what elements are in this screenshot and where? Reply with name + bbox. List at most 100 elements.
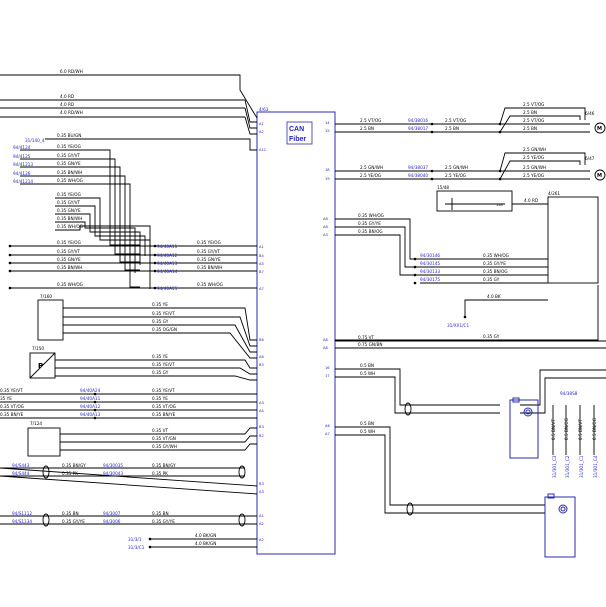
svg-text:31/301_C4: 31/301_C4 bbox=[593, 455, 598, 478]
svg-text:2.5 GN/WH: 2.5 GN/WH bbox=[445, 165, 468, 170]
svg-text:2.5 YE/OG: 2.5 YE/OG bbox=[523, 173, 544, 178]
svg-text:0.5 BN/OG: 0.5 BN/OG bbox=[564, 418, 569, 440]
svg-text:0.35 GY/YE: 0.35 GY/YE bbox=[483, 261, 506, 266]
motor-icon bbox=[594, 169, 606, 181]
svg-text:M: M bbox=[597, 126, 602, 132]
svg-text:A8: A8 bbox=[323, 225, 328, 229]
svg-text:B2: B2 bbox=[259, 434, 264, 438]
svg-text:0.35 YE/VT: 0.35 YE/VT bbox=[152, 388, 175, 393]
can-module-id: 4/63 bbox=[259, 107, 269, 112]
svg-text:A1: A1 bbox=[259, 122, 264, 126]
svg-text:94/S443: 94/S443 bbox=[12, 463, 30, 468]
can-logo-box bbox=[286, 121, 313, 145]
svg-text:7/150: 7/150 bbox=[32, 346, 44, 351]
power-wires: 4.0 RD 4.0 RD 4.0 RD/WH bbox=[0, 94, 257, 135]
module-4-261: 4/261 bbox=[547, 191, 599, 284]
motor-icon bbox=[594, 122, 606, 134]
svg-text:A2: A2 bbox=[259, 522, 264, 526]
svg-text:0.35 WH/OG: 0.35 WH/OG bbox=[57, 282, 83, 287]
svg-text:15/48: 15/48 bbox=[437, 185, 449, 190]
svg-text:31/140_4: 31/140_4 bbox=[25, 138, 45, 143]
svg-text:P: P bbox=[38, 362, 43, 370]
svg-text:0.35 GY/VT: 0.35 GY/VT bbox=[57, 249, 81, 254]
vertical-wires: 0.5 BN/VT 0.5 BN/OG 0.5 BN/VT 0.5 BN/OG … bbox=[551, 405, 598, 478]
can-logo-line1: CAN bbox=[289, 126, 304, 133]
svg-text:0.35 PK: 0.35 PK bbox=[62, 471, 78, 476]
svg-text:0.35 PK: 0.35 PK bbox=[152, 471, 168, 476]
svg-text:15: 15 bbox=[325, 129, 330, 133]
svg-text:0.35 YE: 0.35 YE bbox=[152, 302, 168, 307]
svg-text:4.0 RD/WH: 4.0 RD/WH bbox=[60, 110, 83, 115]
svg-text:94/38040: 94/38040 bbox=[408, 173, 428, 178]
svg-text:0.5 BN/VT: 0.5 BN/VT bbox=[551, 419, 556, 440]
svg-text:94/4125: 94/4125 bbox=[13, 154, 31, 159]
svg-text:0.35 WH/OG: 0.35 WH/OG bbox=[197, 282, 223, 287]
svg-text:94/30133: 94/30133 bbox=[420, 269, 440, 274]
connector-right bbox=[544, 493, 576, 558]
svg-text:0.35 GN/YE: 0.35 GN/YE bbox=[57, 208, 81, 213]
svg-text:0.35 YE/OG: 0.35 YE/OG bbox=[57, 144, 81, 149]
svg-text:B5: B5 bbox=[259, 363, 264, 367]
svg-text:0.35 YE/VT: 0.35 YE/VT bbox=[152, 311, 175, 316]
svg-text:94/30145: 94/30145 bbox=[420, 261, 440, 266]
svg-text:0.75 VT: 0.75 VT bbox=[358, 335, 375, 340]
svg-text:94/S1112: 94/S1112 bbox=[12, 511, 32, 516]
svg-text:19: 19 bbox=[325, 177, 330, 181]
svg-text:31/301_C2: 31/301_C2 bbox=[565, 455, 570, 478]
svg-text:2.5 BN: 2.5 BN bbox=[523, 110, 537, 115]
svg-text:0.35 GY/WH: 0.35 GY/WH bbox=[152, 444, 177, 449]
svg-text:0.5 BN: 0.5 BN bbox=[360, 363, 374, 368]
svg-text:94/40A11: 94/40A11 bbox=[157, 244, 178, 249]
motor-6-46: 2.5 VT/OG 2.5 BN 2.5 VT/OG 2.5 BN 6/46 M bbox=[499, 102, 606, 134]
svg-text:A3: A3 bbox=[323, 233, 328, 237]
svg-text:94/S444: 94/S444 bbox=[12, 471, 30, 476]
svg-text:0.35 GY: 0.35 GY bbox=[483, 277, 500, 282]
svg-text:0.35 VT/OG: 0.35 VT/OG bbox=[0, 404, 24, 409]
svg-text:6/47: 6/47 bbox=[585, 156, 595, 161]
svg-text:0.35 GY: 0.35 GY bbox=[483, 334, 500, 339]
sensor-7-150: 7/150 P 0.35 YE 0.35 YE/VT 0.35 GY bbox=[29, 346, 257, 381]
right-lower-wires: 0.35 WH/OG 0.35 GY/YE 0.35 BN/OG 94/3014… bbox=[335, 213, 548, 285]
svg-text:4.0 BK: 4.0 BK bbox=[487, 294, 501, 299]
svg-text:2.5 VT/OG: 2.5 VT/OG bbox=[445, 118, 466, 123]
svg-text:17: 17 bbox=[325, 374, 330, 378]
svg-text:2.5 YE/OG: 2.5 YE/OG bbox=[445, 173, 466, 178]
svg-text:31/3/1: 31/3/1 bbox=[128, 537, 142, 542]
svg-text:0.35 BN/WH: 0.35 BN/WH bbox=[57, 216, 82, 221]
svg-text:B4: B4 bbox=[259, 254, 264, 258]
svg-text:94/40A12: 94/40A12 bbox=[157, 253, 178, 258]
svg-text:0.35 BN/GY: 0.35 BN/GY bbox=[62, 463, 86, 468]
svg-text:35 YE: 35 YE bbox=[0, 396, 12, 401]
svg-text:16: 16 bbox=[325, 366, 330, 370]
svg-text:94/40A11: 94/40A11 bbox=[80, 396, 101, 401]
svg-text:0.35 BN/WH: 0.35 BN/WH bbox=[57, 265, 82, 270]
svg-text:M: M bbox=[597, 173, 602, 179]
svg-text:A4: A4 bbox=[259, 409, 264, 413]
svg-text:94/30035: 94/30035 bbox=[103, 463, 123, 468]
svg-text:6.0 RD/WH: 6.0 RD/WH bbox=[60, 69, 83, 74]
svg-text:0.35 BN/WH: 0.35 BN/WH bbox=[57, 170, 82, 175]
svg-text:2.5 YE/OG: 2.5 YE/OG bbox=[360, 173, 381, 178]
svg-text:B3: B3 bbox=[259, 425, 264, 429]
svg-text:0.35 GY/VT: 0.35 GY/VT bbox=[57, 200, 81, 205]
svg-text:A2: A2 bbox=[259, 130, 264, 134]
svg-text:A3: A3 bbox=[259, 401, 264, 405]
connector-left bbox=[509, 397, 539, 459]
svg-text:15A: 15A bbox=[496, 203, 503, 207]
bn-wh-pair-2: 0.5 BN 0.5 WH bbox=[335, 421, 545, 516]
svg-text:0.35 BN: 0.35 BN bbox=[152, 511, 169, 516]
svg-text:0.35 BN/WH: 0.35 BN/WH bbox=[197, 265, 222, 270]
svg-text:0.35 GY/YE: 0.35 GY/YE bbox=[358, 221, 381, 226]
svg-text:0.35 BN/GY: 0.35 BN/GY bbox=[152, 463, 176, 468]
svg-text:0.35 GY: 0.35 GY bbox=[152, 370, 169, 375]
svg-text:2.5 VT/OG: 2.5 VT/OG bbox=[523, 102, 544, 107]
right-mid-wires: 2.5 GN/WH 2.5 YE/OG 94/38037 94/38040 2.… bbox=[335, 165, 502, 181]
svg-text:0.35 WH/OG: 0.35 WH/OG bbox=[358, 213, 384, 218]
bus-group-a: 0.35 BU/GN 31/140_4 0.35 YE/OG 0.35 GY/V… bbox=[13, 133, 257, 288]
svg-text:94/40A14: 94/40A14 bbox=[157, 269, 178, 274]
svg-text:94/3007: 94/3007 bbox=[103, 511, 121, 516]
module-left-pins: A1 A2 A11 A1 B4 A5 B7 A7 B8 A6 B5 A3 A4 … bbox=[259, 122, 266, 542]
svg-text:94/S1134: 94/S1134 bbox=[12, 519, 32, 524]
svg-text:A1: A1 bbox=[259, 514, 264, 518]
